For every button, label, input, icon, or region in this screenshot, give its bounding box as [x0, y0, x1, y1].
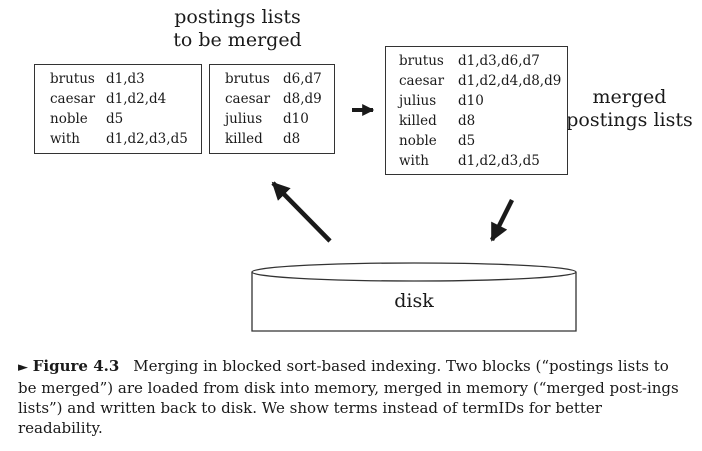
posting-row: killed d8: [399, 111, 567, 131]
term: caesar: [225, 91, 271, 107]
term: killed: [399, 113, 437, 129]
doc-ids: d1,d3,d6,d7: [458, 53, 540, 69]
term: caesar: [399, 73, 445, 89]
term: brutus: [50, 71, 95, 87]
term: julius: [399, 93, 437, 109]
merged-postings-line-2: postings lists: [566, 109, 693, 131]
term: caesar: [50, 91, 96, 107]
term: julius: [225, 111, 263, 127]
caption-marker-icon: ►: [18, 360, 28, 375]
doc-ids: d6,d7: [283, 71, 322, 87]
read-from-disk-arrow: [271, 181, 332, 243]
caption-text: Merging in blocked sort-based indexing. …: [18, 357, 679, 437]
doc-ids: d1,d2,d4,d8,d9: [458, 73, 562, 89]
doc-ids: d1,d2,d3,d5: [458, 153, 540, 169]
postings-to-merge-label: postings lists to be merged: [150, 6, 325, 52]
posting-row: brutus d6,d7: [225, 69, 334, 89]
posting-row: brutus d1,d3: [50, 69, 201, 89]
merged-postings-label: merged postings lists: [562, 86, 697, 132]
term: brutus: [225, 71, 270, 87]
postings-to-merge-line-2: to be merged: [173, 29, 302, 51]
term: with: [399, 153, 429, 169]
doc-ids: d5: [458, 133, 476, 149]
doc-ids: d5: [106, 111, 124, 127]
posting-row: with d1,d2,d3,d5: [399, 151, 567, 171]
posting-row: caesar d1,d2,d4,d8,d9: [399, 71, 567, 91]
term: with: [50, 131, 80, 147]
doc-ids: d10: [283, 111, 309, 127]
doc-ids: d1,d2,d3,d5: [106, 131, 188, 147]
posting-row: caesar d8,d9: [225, 89, 334, 109]
merged-postings-block: brutus d1,d3,d6,d7 caesar d1,d2,d4,d8,d9 j…: [385, 46, 568, 175]
term: noble: [50, 111, 88, 127]
figure-label: Figure 4.3: [32, 357, 120, 375]
doc-ids: d8,d9: [283, 91, 322, 107]
doc-ids: d8: [458, 113, 476, 129]
term: brutus: [399, 53, 444, 69]
merged-postings-line-1: merged: [592, 86, 667, 108]
posting-row: killed d8: [225, 129, 334, 149]
posting-row: julius d10: [225, 109, 334, 129]
posting-row: noble d5: [399, 131, 567, 151]
doc-ids: d1,d3: [106, 71, 145, 87]
term: killed: [225, 131, 263, 147]
posting-row: noble d5: [50, 109, 201, 129]
term: noble: [399, 133, 437, 149]
posting-row: julius d10: [399, 91, 567, 111]
doc-ids: d1,d2,d4: [106, 91, 167, 107]
doc-ids: d10: [458, 93, 484, 109]
postings-to-merge-line-1: postings lists: [174, 6, 301, 28]
posting-row: caesar d1,d2,d4: [50, 89, 201, 109]
write-to-disk-arrow: [489, 198, 515, 242]
disk-cylinder: [251, 262, 577, 332]
posting-row: brutus d1,d3,d6,d7: [399, 51, 567, 71]
postings-block-1: brutus d1,d3 caesar d1,d2,d4 noble d5 with d…: [34, 64, 202, 154]
disk-label: disk: [394, 290, 434, 312]
posting-row: with d1,d2,d3,d5: [50, 129, 201, 149]
postings-block-2: brutus d6,d7 caesar d8,d9 julius d10 killed…: [209, 64, 335, 154]
doc-ids: d8: [283, 131, 301, 147]
